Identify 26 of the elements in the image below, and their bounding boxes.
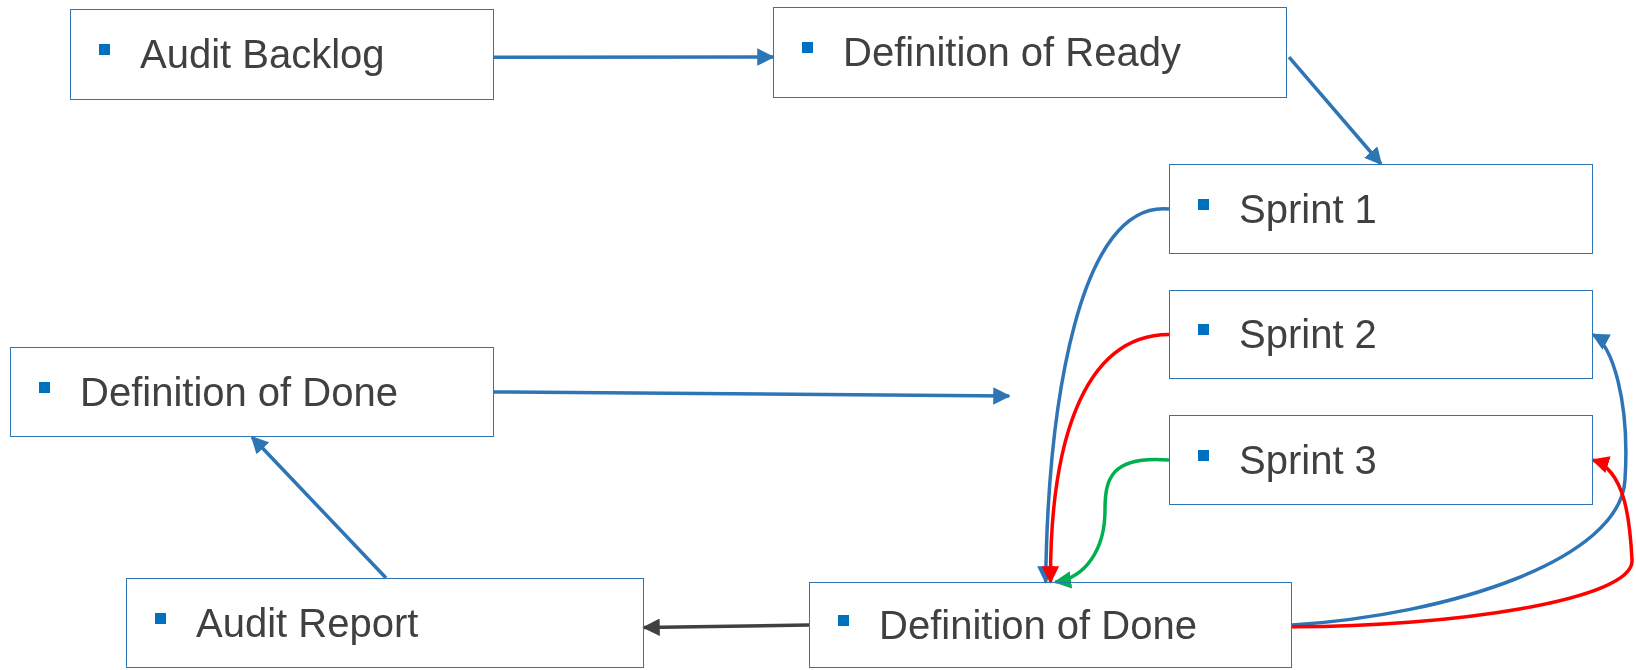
process-box bbox=[1169, 290, 1593, 379]
box-label: Sprint 1 bbox=[1239, 186, 1377, 232]
box-label: Definition of Done bbox=[80, 369, 398, 415]
box-label: Sprint 2 bbox=[1239, 312, 1377, 357]
process-box bbox=[809, 582, 1292, 668]
box-label: Definition of Ready bbox=[843, 30, 1181, 75]
arrow bbox=[1042, 332, 1170, 584]
arrow bbox=[250, 435, 388, 580]
arrow bbox=[1291, 458, 1634, 629]
box-label: Audit Backlog bbox=[140, 32, 385, 77]
arrow bbox=[1287, 55, 1383, 166]
process-box bbox=[1169, 415, 1593, 505]
box-label: Sprint 3 bbox=[1239, 437, 1377, 483]
process-box bbox=[1169, 164, 1593, 254]
process-box bbox=[773, 7, 1287, 98]
arrow bbox=[494, 387, 1011, 405]
box-label: Definition of Done bbox=[879, 602, 1197, 648]
arrow bbox=[642, 618, 810, 636]
arrow bbox=[1291, 333, 1628, 627]
arrow bbox=[1053, 457, 1170, 588]
box-label: Audit Report bbox=[196, 600, 419, 646]
process-box bbox=[70, 9, 494, 100]
arrow bbox=[494, 48, 775, 66]
process-box bbox=[10, 347, 494, 437]
arrow bbox=[1037, 207, 1170, 584]
process-box bbox=[126, 578, 644, 668]
